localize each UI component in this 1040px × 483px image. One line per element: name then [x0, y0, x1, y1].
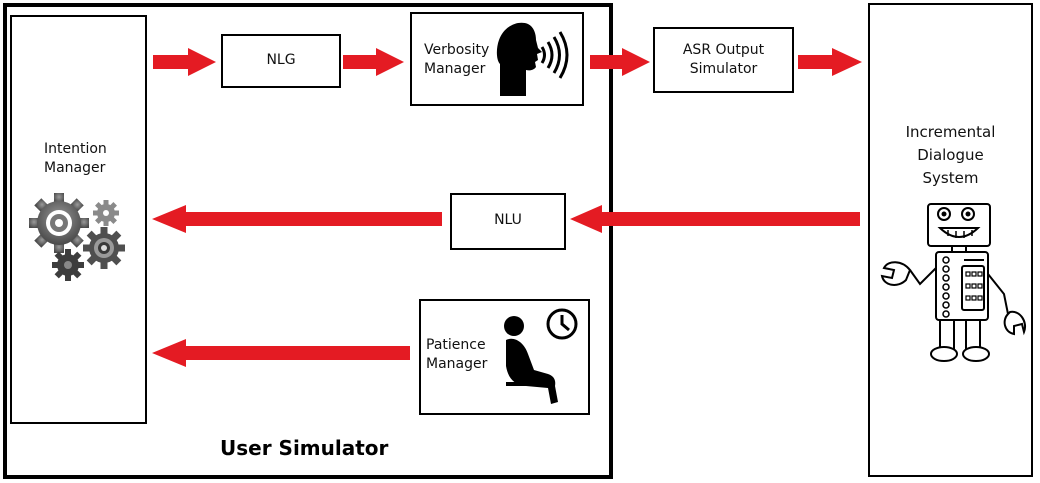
- verbosity-manager-label: Verbosity Manager: [424, 42, 490, 77]
- asr-output-simulator-box: [653, 27, 794, 93]
- verbosity-manager-box: [410, 12, 584, 106]
- speaking-head-icon: [496, 22, 569, 96]
- intention-manager-label: Intention Manager: [44, 141, 107, 176]
- nlg-box: [221, 34, 341, 88]
- nlu-box: [450, 193, 566, 250]
- arrow-ids-to-nlu: [570, 205, 860, 233]
- user-simulator-title: User Simulator: [220, 436, 389, 460]
- patience-manager-label: Patience Manager: [426, 337, 488, 372]
- robot-icon: [880, 203, 1026, 362]
- gears-icon: [29, 193, 125, 281]
- asr-output-simulator-label: ASR Output Simulator: [682, 42, 765, 77]
- incremental-dialogue-system-label: Incremental Dialogue System: [905, 123, 996, 187]
- nlg-label: NLG: [266, 52, 296, 68]
- arrow-asr-to-ids: [798, 48, 862, 76]
- waiting-person-clock-icon: [504, 308, 578, 404]
- nlu-label: NLU: [494, 212, 522, 228]
